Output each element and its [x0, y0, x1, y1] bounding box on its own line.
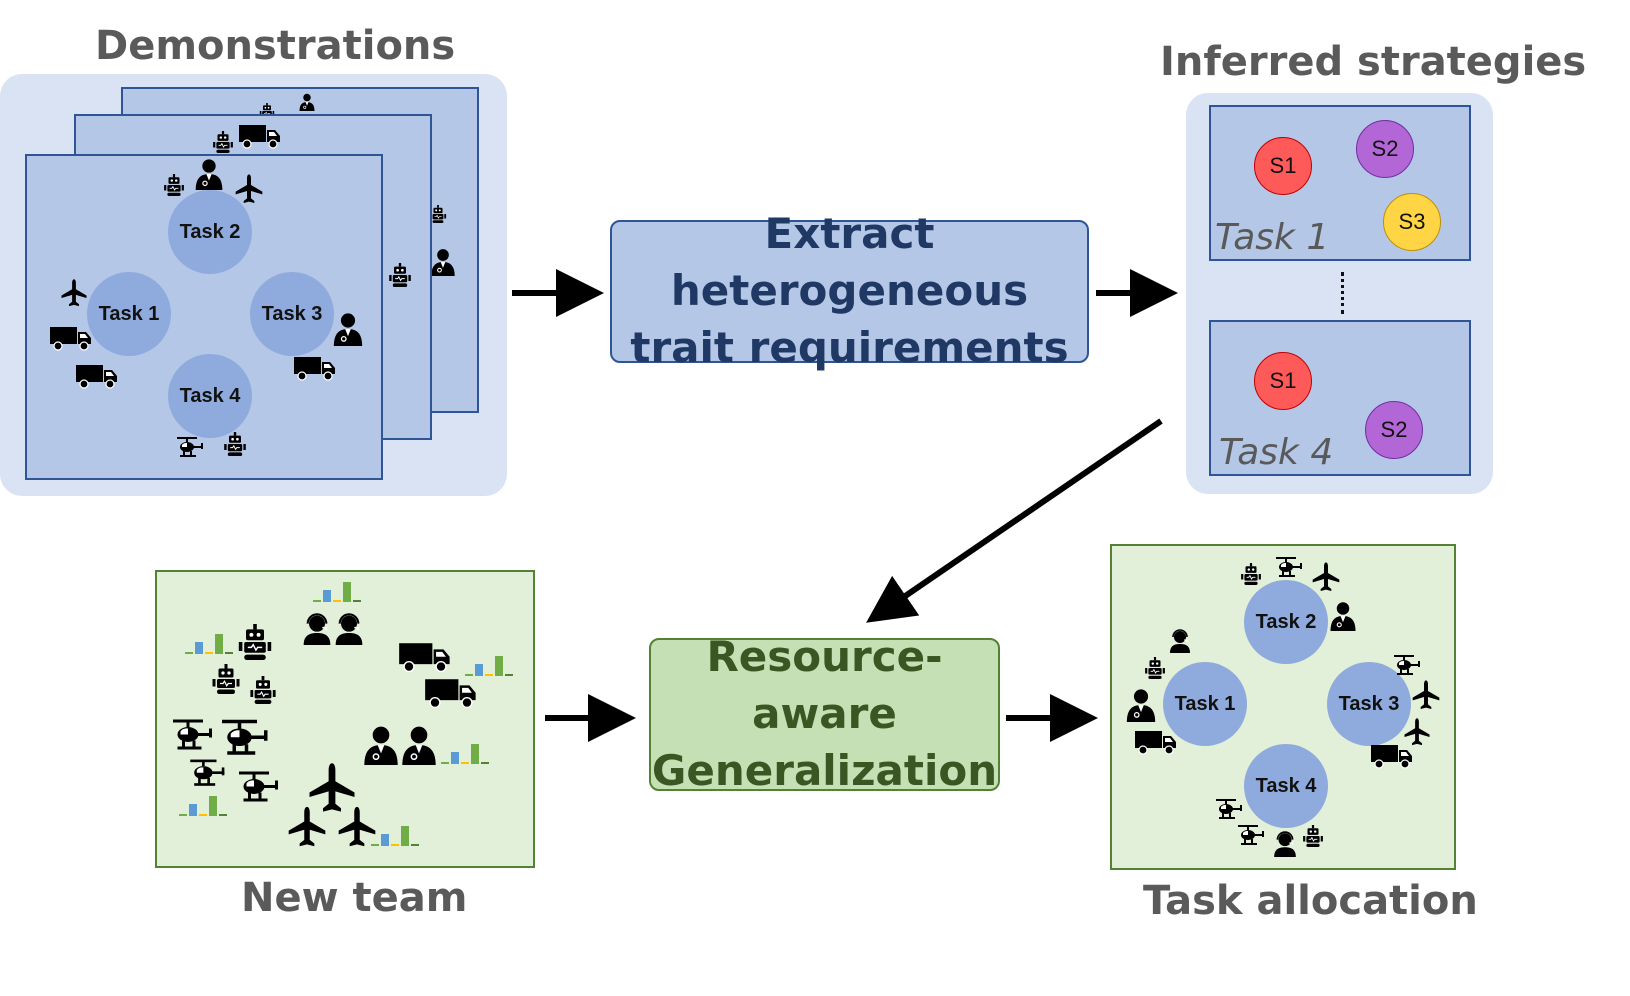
strategy-card-task1: S1 S2 S3 Task 1	[1209, 105, 1471, 261]
demo-card-front: Task 1 Task 2 Task 3 Task 4	[25, 154, 383, 480]
generalization-box: Resource-aware Generalization	[649, 632, 1000, 795]
strategy-s1: S1	[1254, 352, 1312, 410]
strategy-s1: S1	[1254, 137, 1312, 195]
strategy-card-task4: S1 S2 Task 4	[1209, 320, 1471, 476]
extract-box: Extract heterogeneous trait requirements	[610, 209, 1089, 372]
inferred-strategies-title: Inferred strategies	[1160, 39, 1587, 85]
strategy-task-label: Task 1	[1215, 217, 1330, 258]
new-team-panel	[155, 570, 535, 868]
task-allocation-panel: Task 1 Task 2 Task 3 Task 4	[1110, 544, 1456, 870]
alloc-task-2: Task 2	[1244, 580, 1328, 664]
generalization-line-2: Generalization	[651, 745, 998, 795]
demonstrations-title: Demonstrations	[95, 23, 456, 69]
demo-task-4: Task 4	[168, 354, 252, 438]
alloc-task-4: Task 4	[1244, 744, 1328, 828]
arrow-strategies-to-generalization	[866, 418, 1163, 623]
alloc-task-3: Task 3	[1327, 662, 1411, 746]
strategy-s2: S2	[1356, 120, 1414, 178]
extract-line-2: trait requirements	[630, 322, 1069, 372]
extract-line-1: Extract heterogeneous	[670, 209, 1029, 316]
strategy-task-label: Task 4	[1219, 432, 1334, 473]
new-team-title: New team	[241, 875, 468, 921]
strategy-s2: S2	[1365, 401, 1423, 459]
strategies-ellipsis	[1341, 272, 1347, 314]
generalization-line-1: Resource-aware	[706, 632, 943, 739]
demo-task-2: Task 2	[168, 190, 252, 274]
alloc-task-1: Task 1	[1163, 662, 1247, 746]
demo-task-3: Task 3	[250, 272, 334, 356]
demo-task-1: Task 1	[87, 272, 171, 356]
task-allocation-title: Task allocation	[1143, 878, 1478, 924]
strategy-s3: S3	[1383, 193, 1441, 251]
